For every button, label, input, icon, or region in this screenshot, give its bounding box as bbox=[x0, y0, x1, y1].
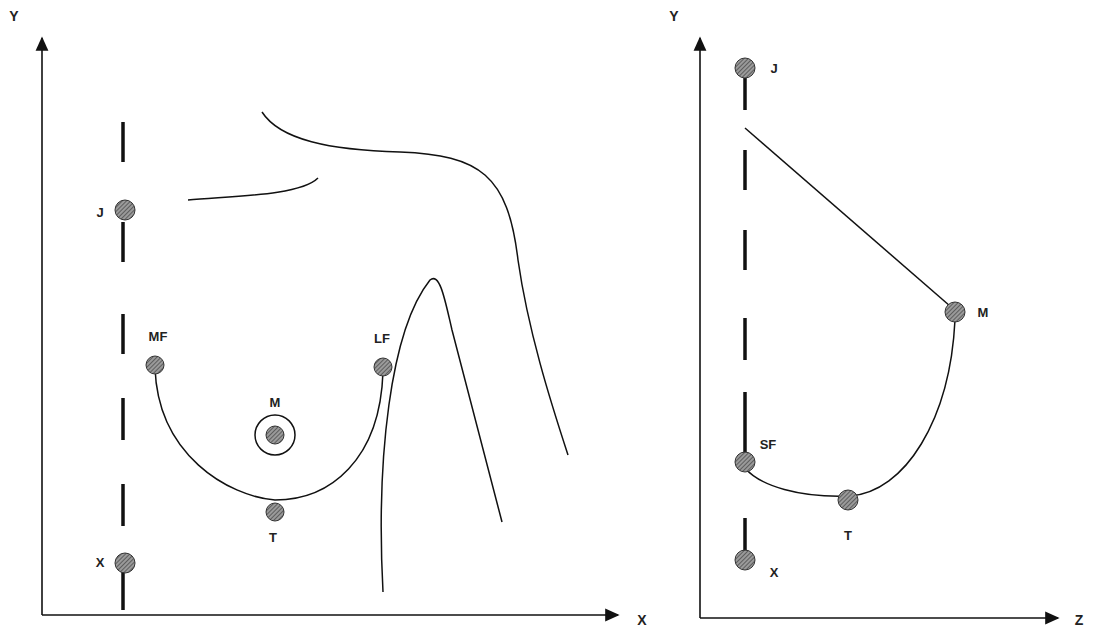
axis-label: Y bbox=[669, 9, 678, 23]
y-axis bbox=[699, 38, 701, 618]
landmark-label: T bbox=[269, 531, 277, 544]
landmark-label: LF bbox=[374, 332, 390, 345]
profile-outline bbox=[745, 128, 955, 496]
landmark-label: M bbox=[978, 306, 989, 319]
landmark-dots bbox=[115, 200, 392, 573]
y-axis bbox=[41, 38, 43, 615]
midline bbox=[121, 122, 125, 610]
z-axis bbox=[700, 617, 1058, 619]
landmark-label: X bbox=[770, 566, 779, 579]
body-outline bbox=[155, 112, 568, 592]
axis-label: Y bbox=[9, 9, 18, 23]
axis-label: X bbox=[637, 613, 646, 627]
landmark-label: MF bbox=[149, 330, 168, 343]
landmark-label: X bbox=[96, 556, 105, 569]
midline bbox=[743, 78, 747, 555]
landmark-label: J bbox=[770, 62, 777, 75]
landmark-label: J bbox=[96, 206, 103, 219]
breast-contour bbox=[155, 368, 383, 500]
landmark-label: M bbox=[270, 396, 281, 409]
landmark-label: T bbox=[844, 529, 852, 542]
landmark-label: SF bbox=[760, 438, 777, 451]
x-axis bbox=[42, 614, 618, 616]
landmark-dots bbox=[735, 58, 965, 570]
axis-label: Z bbox=[1075, 613, 1084, 627]
areola bbox=[255, 415, 295, 455]
